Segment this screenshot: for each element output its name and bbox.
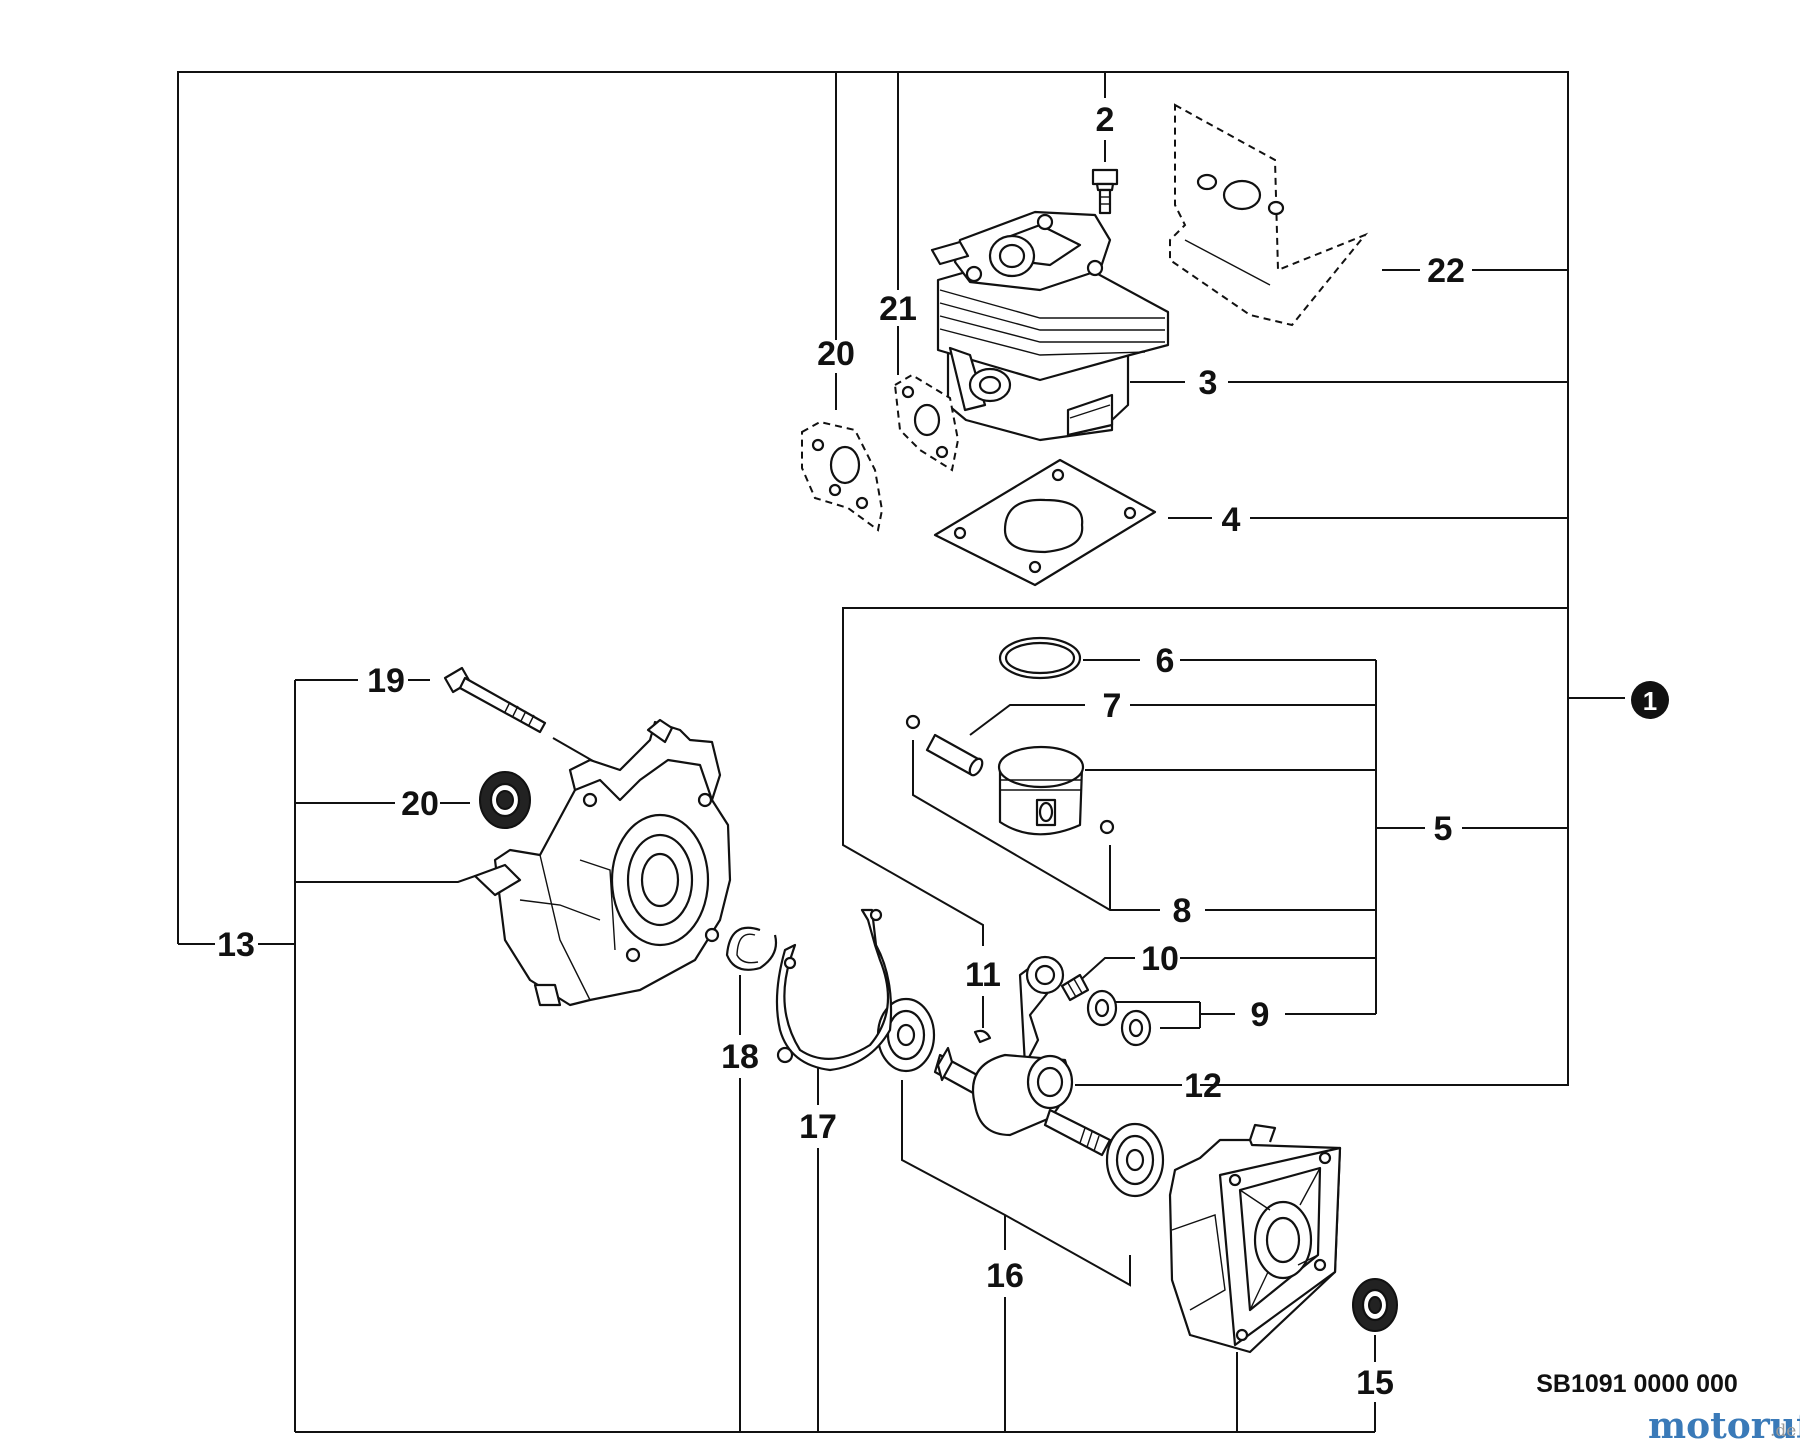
cylinder-bolt-part xyxy=(1091,168,1119,215)
callout-14: 15 xyxy=(1356,1364,1394,1402)
gearcase-part xyxy=(1168,1123,1342,1354)
callout-17: 18 xyxy=(721,1038,759,1076)
assembly-marker-number: 1 xyxy=(1643,686,1657,716)
callout-15: 16 xyxy=(986,1257,1024,1295)
callout-20: 20 xyxy=(817,335,855,373)
oil-seal-right-part xyxy=(1352,1278,1398,1332)
oil-seal-left-part xyxy=(479,771,531,829)
callout-5: 5 xyxy=(1434,810,1453,848)
crankcase-screw-part xyxy=(443,666,547,734)
muffler-gasket-part xyxy=(1169,103,1369,327)
leader-lines xyxy=(177,71,1625,1433)
piston-part xyxy=(997,745,1085,836)
callout-8: 8 xyxy=(1173,892,1192,930)
callout-6: 6 xyxy=(1156,642,1175,680)
assembly-marker: 1 xyxy=(1631,681,1669,719)
woodruff-key-part xyxy=(973,1029,992,1044)
callout-16: 17 xyxy=(799,1108,837,1146)
callout-13: 13 xyxy=(217,926,255,964)
callout-12: 12 xyxy=(1184,1067,1222,1105)
intake-gasket-part xyxy=(893,373,960,472)
thrust-washer-part xyxy=(1086,989,1152,1047)
piston-ring-part xyxy=(998,636,1082,680)
watermark-brand: motoruf xyxy=(1648,1405,1800,1444)
callout-22: 22 xyxy=(1427,252,1465,290)
callout-21: 21 xyxy=(879,290,917,328)
callout-labels: 2 22 21 20 3 4 6 7 5 8 10 11 9 12 19 20 … xyxy=(217,101,1465,1402)
crankcase-part xyxy=(473,718,732,1007)
callout-7: 7 xyxy=(1103,687,1122,725)
callout-3: 3 xyxy=(1199,364,1218,402)
reference-code: SB1091 0000 000 xyxy=(1536,1370,1738,1398)
crankcase-gasket-part xyxy=(775,908,893,1072)
callout-4: 4 xyxy=(1222,501,1241,539)
callout-10: 10 xyxy=(1141,940,1179,978)
crankshaft-part xyxy=(933,955,1112,1157)
cylinder-base-gasket-part xyxy=(933,458,1157,587)
insulator-gasket-part xyxy=(801,420,884,532)
snap-ring-part xyxy=(725,926,778,971)
piston-pin-clip-part xyxy=(905,714,1115,835)
callout-11: 11 xyxy=(965,956,1001,994)
watermark-logo: motoruf .de xyxy=(1648,1405,1800,1444)
callout-18: 19 xyxy=(367,662,405,700)
callout-19: 20 xyxy=(401,785,439,823)
piston-pin-part xyxy=(925,733,984,777)
callout-2: 2 xyxy=(1096,101,1115,139)
needle-bearing-part xyxy=(1060,973,1090,1002)
callout-9: 9 xyxy=(1251,996,1270,1034)
watermark-tld: .de xyxy=(1770,1421,1796,1441)
cylinder-part xyxy=(930,210,1170,442)
